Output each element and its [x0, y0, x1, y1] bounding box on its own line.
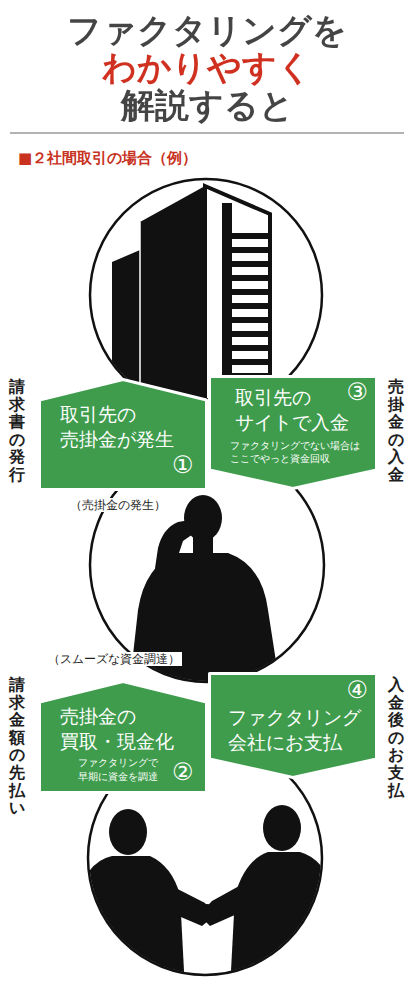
box-title: 取引先の 売掛金が発生 — [60, 402, 180, 451]
box-outline — [40, 380, 207, 490]
caption-note: （売掛金の発生） — [68, 498, 168, 512]
title: ファクタリングを わかりやすく 解説すると — [66, 12, 348, 124]
caption-note: （スムーズな資金調達） — [46, 652, 182, 666]
process-box: 売掛金の 買取・現金化ファクタリングで 早期に資金を調達 ② — [38, 680, 208, 794]
callout-number: ② — [172, 759, 194, 785]
vertical-label: 請求金額の先払い — [9, 676, 25, 817]
vertical-label: 請求書の発行 — [9, 378, 25, 484]
box-title: 売掛金の 買取・現金化 — [60, 704, 180, 753]
callout-number: ① — [172, 452, 194, 478]
box-outline — [210, 377, 377, 489]
process-box: 取引先の 売掛金が発生① — [38, 378, 208, 491]
box-note: ファクタリングでない場合は ここでやっと資金回収 — [230, 439, 363, 466]
box-title: 取引先の サイトで入金 — [235, 385, 355, 434]
vertical-label: 入金後のお支払 — [388, 676, 404, 799]
box-note: ファクタリングで 早期に資金を調達 — [78, 756, 161, 783]
process-box: 取引先の サイトで入金ファクタリングでない場合は ここでやっと資金回収 ③ — [208, 375, 378, 490]
callout-number: ③ — [346, 379, 368, 405]
callout-number: ④ — [346, 677, 368, 703]
handshake-silhouette — [70, 805, 342, 990]
process-box: ファクタリング 会社にお支払④ — [208, 672, 378, 779]
box-outline — [210, 674, 377, 778]
title-rule — [10, 132, 404, 134]
building-illustration — [112, 186, 270, 400]
box-title: ファクタリング 会社にお支払 — [228, 705, 367, 754]
section-heading: ■２社間取引の場合（例） — [18, 149, 197, 168]
vertical-label: 売掛金の入金 — [388, 378, 404, 484]
person-silhouette — [128, 495, 282, 700]
box-outline — [40, 682, 207, 793]
